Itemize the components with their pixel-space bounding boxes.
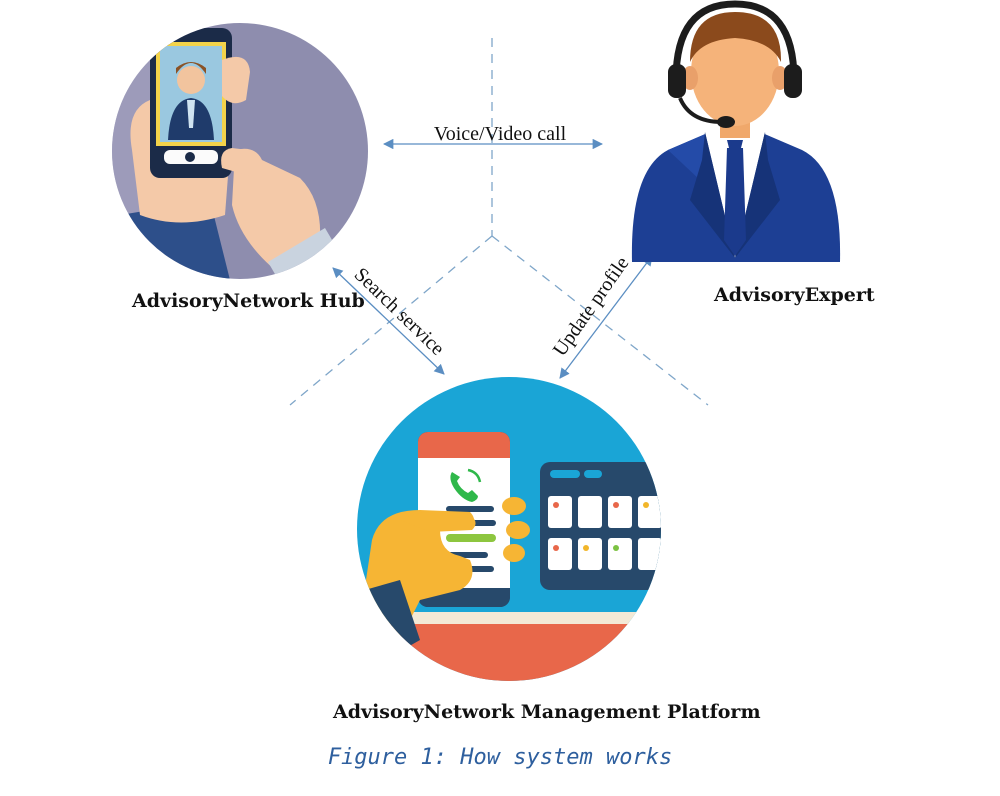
voice-video-label: Voice/Video call	[434, 123, 567, 145]
divider-right	[491, 235, 709, 406]
update-profile-label: Update profile	[549, 253, 634, 361]
search-service-arrow	[332, 267, 445, 375]
divider-left	[289, 235, 493, 406]
hub-label: AdvisoryNetwork Hub	[132, 290, 365, 312]
update-profile-arrow	[559, 255, 653, 379]
headset-support-agent-icon	[631, 0, 841, 262]
expert-label: AdvisoryExpert	[714, 284, 875, 306]
phone-call-app-and-calendar-icon	[357, 377, 661, 681]
platform-label: AdvisoryNetwork Management Platform	[333, 701, 761, 723]
figure-caption: Figure 1: How system works	[327, 745, 673, 770]
hand-holding-phone-video-call-icon	[112, 23, 368, 279]
